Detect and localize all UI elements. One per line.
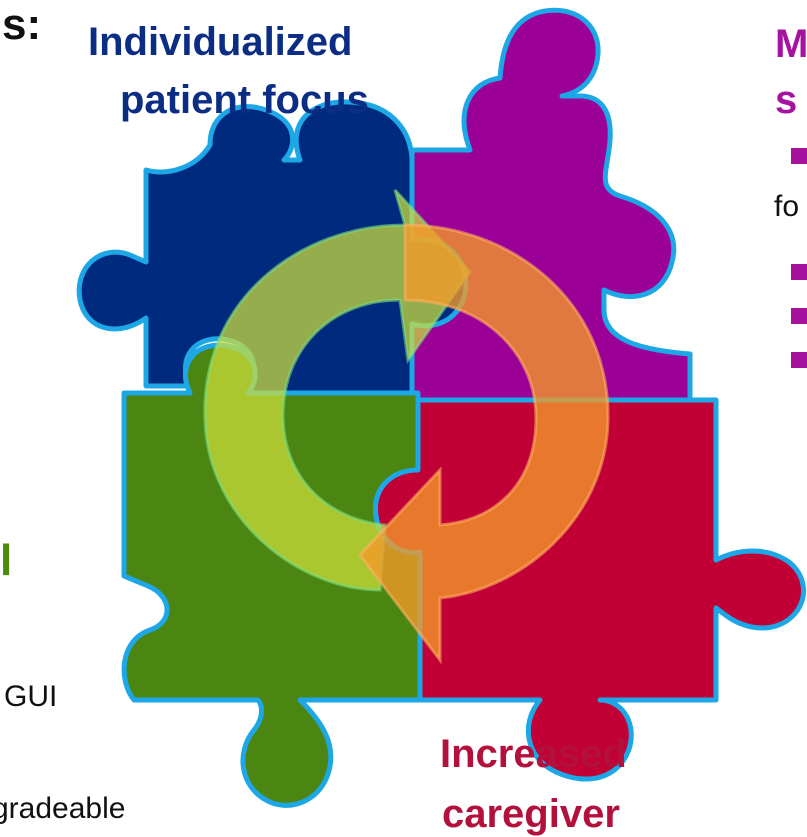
label-individualized-line1: Individualized — [88, 20, 353, 64]
label-purple-line2: s — [775, 78, 798, 122]
bullet-icon — [791, 148, 807, 164]
label-increased-line1: Increased — [440, 732, 627, 776]
heading-fragment: s: — [2, 0, 42, 49]
cycle-arrows — [203, 188, 610, 665]
bullet-icon — [791, 308, 807, 324]
cycle-arrow-orange — [358, 223, 610, 665]
label-increased-line2: caregiver — [442, 792, 620, 836]
bullet-icon — [791, 352, 807, 368]
puzzle-diagram — [76, 7, 807, 808]
bullet-icon — [791, 264, 807, 280]
label-green-line1: l — [0, 536, 13, 585]
left-text-line2: gradeable — [0, 792, 126, 825]
left-text-line1: GUI — [4, 680, 58, 713]
label-individualized-line2: patient focus — [120, 78, 369, 122]
right-text-fragment: fo — [774, 190, 800, 223]
label-purple-line1: M — [775, 22, 807, 66]
